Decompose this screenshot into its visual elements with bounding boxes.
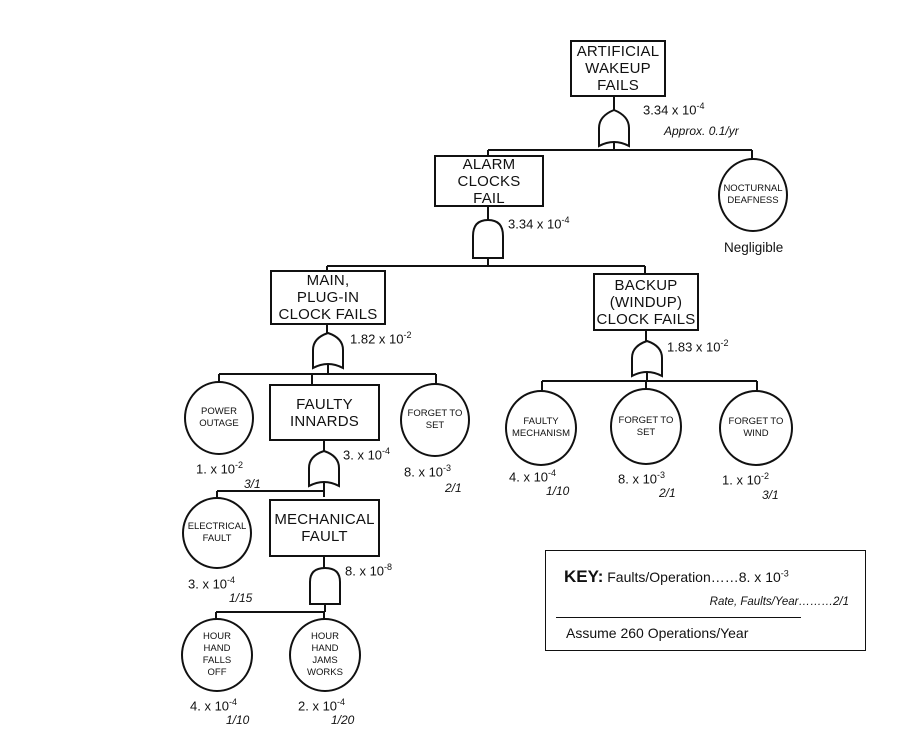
hour-hand-jams-line: WORKS (307, 667, 343, 678)
forget-to-wind-probability: 1. x 10-2 (722, 471, 770, 488)
mechanical-fault-box: MECHANICAL FAULT (269, 499, 380, 557)
top-event-probability: 3.34 x 10-4 (643, 101, 705, 118)
faulty-innards-line: INNARDS (290, 412, 359, 430)
alarm-clocks-line: CLOCKS (457, 172, 521, 190)
key-rate-faults-per-year: Rate, Faults/Year………2/1 (709, 596, 849, 608)
power-outage-rate: 3/1 (244, 477, 261, 491)
top-event-rate: Approx. 0.1/yr (664, 124, 739, 138)
forget-to-wind-rate: 3/1 (762, 488, 779, 502)
hour-hand-falls-off-circle: HOUR HAND FALLS OFF (181, 618, 253, 692)
faulty-innards-box: FAULTY INNARDS (269, 384, 380, 441)
backup-clock-line: (WINDUP) (609, 293, 683, 311)
key-title: KEY: (564, 567, 604, 586)
top-event-box: ARTIFICIAL WAKEUP FAILS (570, 40, 666, 97)
faulty-mechanism-line: MECHANISM (511, 428, 571, 439)
forget-to-wind-circle: FORGET TO WIND (719, 390, 793, 466)
hour-hand-falls-off-probability: 4. x 10-4 (190, 697, 238, 714)
faulty-mechanism-circle: FAULTY MECHANISM (505, 390, 577, 466)
faulty-innards-probability: 3. x 10-4 (343, 446, 391, 463)
forget-to-set-backup-rate: 2/1 (659, 486, 676, 500)
main-clock-fails-box: MAIN, PLUG-IN CLOCK FAILS (270, 270, 386, 325)
hour-hand-jams-circle: HOUR HAND JAMS WORKS (289, 618, 361, 692)
and-gate-icon (472, 218, 504, 259)
hour-hand-falls-off-line: HAND (203, 643, 231, 654)
faulty-mechanism-rate: 1/10 (546, 484, 570, 498)
top-event-line: WAKEUP (585, 60, 651, 77)
nocturnal-deafness-probability: Negligible (724, 240, 784, 255)
backup-clock-line: BACKUP (614, 276, 678, 294)
or-gate-icon (308, 449, 340, 488)
electrical-fault-rate: 1/15 (229, 591, 253, 605)
nocturnal-deafness-circle: NOCTURNAL DEAFNESS (718, 158, 788, 232)
or-gate-icon (312, 331, 344, 370)
backup-clock-line: CLOCK FAILS (596, 310, 696, 328)
backup-clock-fails-box: BACKUP (WINDUP) CLOCK FAILS (593, 273, 699, 331)
power-outage-circle: POWER OUTAGE (184, 381, 254, 455)
key-assumption: Assume 260 Operations/Year (566, 625, 749, 641)
mechanical-fault-line: MECHANICAL (274, 511, 375, 528)
main-clock-line: MAIN, (306, 272, 350, 289)
top-event-line: ARTIFICIAL (576, 43, 660, 60)
key-divider (556, 617, 801, 618)
main-clock-line: CLOCK FAILS (278, 306, 378, 323)
and-gate-icon (309, 566, 341, 605)
backup-clock-probability: 1.83 x 10-2 (667, 338, 729, 355)
forget-to-set-backup-line: FORGET TO (618, 414, 674, 426)
main-clock-probability: 1.82 x 10-2 (350, 330, 412, 347)
hour-hand-falls-off-line: HOUR (203, 631, 231, 642)
key-line1-exponent: -3 (780, 568, 789, 579)
key-line1: Faults/Operation……8. x 10 (607, 569, 781, 585)
forget-to-set-main-line: SET (425, 420, 445, 431)
faulty-mechanism-line: FAULTY (523, 416, 559, 427)
electrical-fault-line: FAULT (202, 533, 232, 544)
hour-hand-jams-probability: 2. x 10-4 (298, 697, 346, 714)
alarm-clocks-fail-box: ALARM CLOCKS FAIL (434, 155, 544, 207)
alarm-clocks-probability: 3.34 x 10-4 (508, 215, 570, 232)
forget-to-set-backup-circle: FORGET TO SET (610, 388, 682, 465)
hour-hand-jams-line: HOUR (311, 631, 339, 642)
hour-hand-falls-off-rate: 1/10 (226, 713, 250, 727)
key-faults-per-operation: KEY: Faults/Operation……8. x 10-3 (564, 567, 789, 587)
or-gate-icon (598, 108, 630, 148)
forget-to-wind-line: WIND (743, 428, 769, 439)
mechanical-fault-probability: 8. x 10-8 (345, 562, 393, 579)
hour-hand-jams-line: JAMS (312, 655, 338, 666)
power-outage-probability: 1. x 10-2 (196, 460, 244, 477)
electrical-fault-line: ELECTRICAL (187, 521, 247, 532)
hour-hand-jams-rate: 1/20 (331, 713, 355, 727)
legend-key: KEY: Faults/Operation……8. x 10-3 Rate, F… (545, 550, 866, 651)
forget-to-wind-line: FORGET TO (728, 416, 784, 427)
alarm-clocks-line: ALARM (462, 155, 516, 173)
electrical-fault-circle: ELECTRICAL FAULT (182, 497, 252, 569)
forget-to-set-main-line: FORGET TO (407, 408, 463, 419)
alarm-clocks-line: FAIL (473, 189, 505, 207)
nocturnal-deafness-line: DEAFNESS (727, 195, 779, 206)
electrical-fault-probability: 3. x 10-4 (188, 575, 236, 592)
forget-to-set-main-circle: FORGET TO SET (400, 383, 470, 457)
faulty-innards-line: FAULTY (296, 395, 353, 413)
forget-to-set-backup-probability: 8. x 10-3 (618, 470, 666, 487)
power-outage-line: POWER (201, 406, 237, 417)
forget-to-set-main-probability: 8. x 10-3 (404, 463, 452, 480)
hour-hand-falls-off-line: OFF (207, 667, 227, 678)
mechanical-fault-line: FAULT (301, 528, 348, 545)
top-event-line: FAILS (597, 77, 639, 94)
main-clock-line: PLUG-IN (296, 289, 360, 306)
or-gate-icon (631, 339, 663, 378)
nocturnal-deafness-line: NOCTURNAL (723, 183, 783, 194)
forget-to-set-main-rate: 2/1 (445, 481, 462, 495)
power-outage-line: OUTAGE (199, 418, 239, 429)
hour-hand-jams-line: HAND (311, 643, 339, 654)
hour-hand-falls-off-line: FALLS (202, 655, 232, 666)
faulty-mechanism-probability: 4. x 10-4 (509, 468, 557, 485)
forget-to-set-backup-line: SET (636, 426, 656, 438)
